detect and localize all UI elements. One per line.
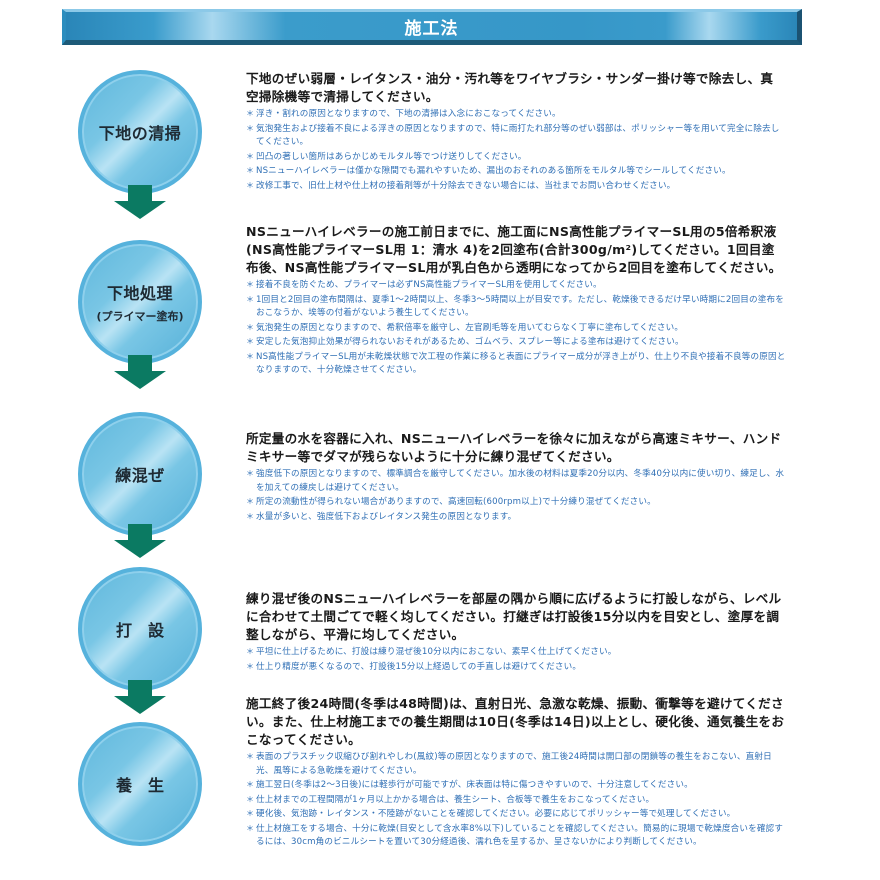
note-item: 水量が多いと、強度低下およびレイタンス発生の原因となります。 <box>246 510 786 525</box>
step-text-surface-cleaning: 下地のぜい弱層・レイタンス・油分・汚れ等をワイヤブラシ・サンダー掛け等で除去し、… <box>246 70 786 193</box>
step-label: 下地の清掃 <box>98 124 182 143</box>
note-item: 改修工事で、旧仕上材や仕上材の接着剤等が十分除去できない場合には、当社までお問い… <box>246 179 786 194</box>
page-title: 施工法 <box>404 18 459 39</box>
note-item: 浮き・割れの原因となりますので、下地の清掃は入念におこなってください。 <box>246 107 786 122</box>
step-main-text: 下地のぜい弱層・レイタンス・油分・汚れ等をワイヤブラシ・サンダー掛け等で除去し、… <box>246 71 774 104</box>
note-item: NS高性能プライマーSL用が未乾燥状態で次工程の作業に移ると表面にプライマー成分… <box>246 350 786 378</box>
note-item: 接着不良を防ぐため、プライマーは必ずNS高性能プライマーSL用を使用してください… <box>246 278 786 293</box>
arrow-down-icon <box>114 355 166 389</box>
note-item: 施工翌日(冬季は2〜3日後)には軽歩行が可能ですが、床表面は特に傷つきやすいので… <box>246 778 786 793</box>
step-notes: 表面のプラスチック収縮ひび割れやしわ(風紋)等の原因となりますので、施工後24時… <box>246 750 786 850</box>
step-notes: 接着不良を防ぐため、プライマーは必ずNS高性能プライマーSL用を使用してください… <box>246 278 786 378</box>
step-notes: 平坦に仕上げるために、打設は練り混ぜ後10分以内におこない、素早く仕上げてくださ… <box>246 645 786 674</box>
step-circle-curing: 養生 <box>78 722 202 846</box>
note-item: 1回目と2回目の塗布間隔は、夏季1〜2時間以上、冬季3〜5時間以上が目安です。た… <box>246 293 786 321</box>
note-item: 安定した気泡抑止効果が得られないおそれがあるため、ゴムベラ、スプレー等による塗布… <box>246 335 786 350</box>
step-notes: 浮き・割れの原因となりますので、下地の清掃は入念におこなってください。 気泡発生… <box>246 107 786 193</box>
step-main-text: 所定量の水を容器に入れ、NSニューハイレベラーを徐々に加えながら高速ミキサー、ハ… <box>246 431 782 464</box>
note-item: 仕上材施工をする場合、十分に乾燥(目安として含水率8%以下)していることを確認し… <box>246 822 786 850</box>
step-label: 養生 <box>115 776 180 795</box>
step-circle-primer-treatment: 下地処理 (プライマー塗布) <box>78 240 202 364</box>
arrow-down-icon <box>114 680 166 714</box>
step-circle-mixing: 練混ぜ <box>78 412 202 536</box>
note-item: 表面のプラスチック収縮ひび割れやしわ(風紋)等の原因となりますので、施工後24時… <box>246 750 786 778</box>
note-item: 仕上り精度が悪くなるので、打設後15分以上経過しての手直しは避けてください。 <box>246 660 786 675</box>
step-label: 打設 <box>115 621 180 640</box>
note-item: 硬化後、気泡跡・レイタンス・不陸跡がないことを確認してください。必要に応じてポリ… <box>246 807 786 822</box>
note-item: NSニューハイレベラーは僅かな隙間でも漏れやすいため、漏出のおそれのある箇所をモ… <box>246 164 786 179</box>
step-notes: 強度低下の原因となりますので、標準調合を厳守してください。加水後の材料は夏季20… <box>246 467 786 524</box>
step-text-pouring: 練り混ぜ後のNSニューハイレベラーを部屋の隅から順に広げるように打設しながら、レ… <box>246 590 786 674</box>
note-item: 仕上材までの工程間隔が1ヶ月以上かかる場合は、養生シート、合板等で養生をおこなっ… <box>246 793 786 808</box>
note-item: 平坦に仕上げるために、打設は練り混ぜ後10分以内におこない、素早く仕上げてくださ… <box>246 645 786 660</box>
step-circle-surface-cleaning: 下地の清掃 <box>78 70 202 194</box>
step-label: 下地処理 <box>106 284 173 303</box>
step-text-primer-treatment: NSニューハイレベラーの施工前日までに、施工面にNS高性能プライマーSL用の5倍… <box>246 223 786 378</box>
note-item: 強度低下の原因となりますので、標準調合を厳守してください。加水後の材料は夏季20… <box>246 467 786 495</box>
arrow-down-icon <box>114 524 166 558</box>
step-label: 練混ぜ <box>115 466 165 485</box>
step-circle-pouring: 打設 <box>78 567 202 691</box>
note-item: 気泡発生および接着不良による浮きの原因となりますので、特に雨打たれ部分等のぜい弱… <box>246 122 786 150</box>
note-item: 気泡発生の原因となりますので、希釈倍率を厳守し、左官刷毛等を用いてむらなく丁寧に… <box>246 321 786 336</box>
note-item: 所定の流動性が得られない場合がありますので、高速回転(600rpm以上)で十分練… <box>246 495 786 510</box>
note-item: 凹凸の著しい箇所はあらかじめモルタル等でつけ送りしてください。 <box>246 150 786 165</box>
step-sublabel: (プライマー塗布) <box>96 310 184 323</box>
step-main-text: 施工終了後24時間(冬季は48時間)は、直射日光、急激な乾燥、振動、衝撃等を避け… <box>246 696 785 747</box>
step-main-text: 練り混ぜ後のNSニューハイレベラーを部屋の隅から順に広げるように打設しながら、レ… <box>246 591 782 642</box>
step-text-curing: 施工終了後24時間(冬季は48時間)は、直射日光、急激な乾燥、振動、衝撃等を避け… <box>246 695 786 850</box>
step-main-text: NSニューハイレベラーの施工前日までに、施工面にNS高性能プライマーSL用の5倍… <box>246 224 782 275</box>
section-header-bar: 施工法 <box>62 9 802 45</box>
arrow-down-icon <box>114 185 166 219</box>
step-text-mixing: 所定量の水を容器に入れ、NSニューハイレベラーを徐々に加えながら高速ミキサー、ハ… <box>246 430 786 524</box>
